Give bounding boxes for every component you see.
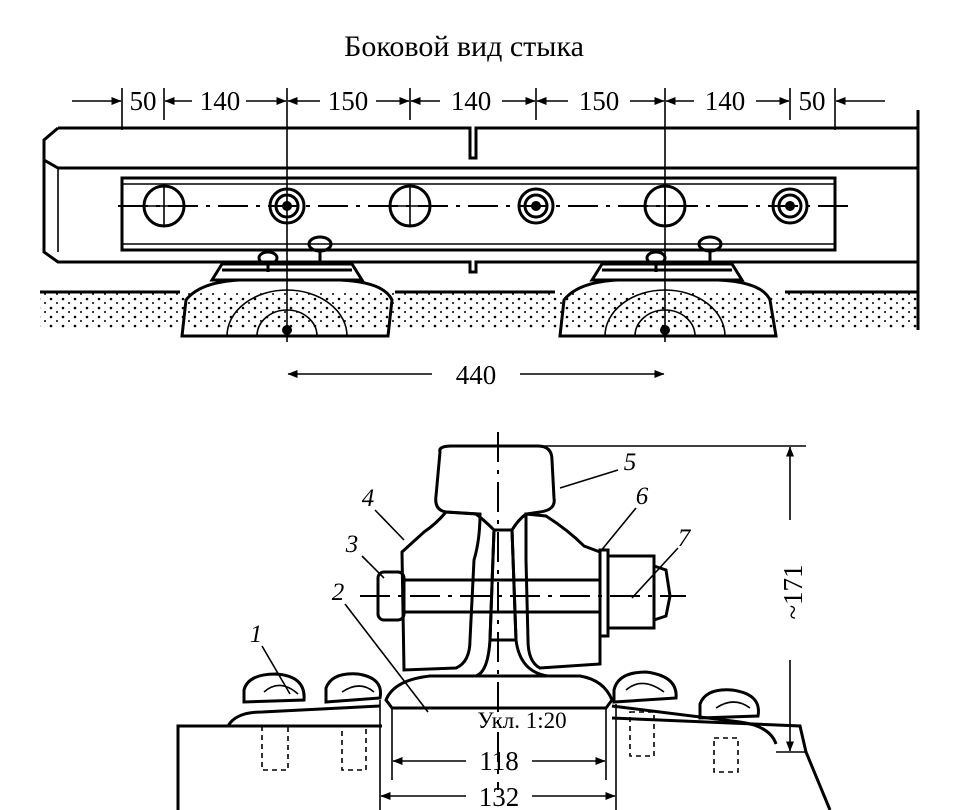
- cross-section: 1 2 3 4 5 6 7 ~171 Укл. 1:20 118 132: [176, 432, 832, 810]
- width-outer-label: 132: [479, 782, 520, 810]
- bolt-nut-icon: [771, 187, 809, 225]
- bolt-nut-icon: [268, 187, 306, 225]
- spike-icon: [612, 670, 678, 757]
- dimension-label: 150: [579, 86, 620, 116]
- bolt-nut-icon: [517, 187, 555, 225]
- spike-icon: [324, 672, 383, 771]
- spike-icon: [242, 672, 306, 771]
- height-dimension-label: ~171: [778, 564, 808, 619]
- joint-bar-right: [524, 512, 602, 670]
- callout-label: 2: [332, 579, 345, 606]
- bolt-hole-icon: [643, 184, 687, 228]
- slope-note: Укл. 1:20: [477, 708, 566, 733]
- dimension-label: 50: [130, 86, 157, 116]
- joint-bar-left: [400, 510, 482, 672]
- dimension-label: 50: [799, 86, 826, 116]
- bolt-hole-icon: [142, 184, 186, 228]
- side-view: 50 140 150 140 150 140 50: [40, 86, 920, 390]
- rail-side: [42, 110, 920, 330]
- bolt-icon: [360, 548, 686, 638]
- ballast: [40, 290, 918, 328]
- callout-label: 6: [636, 483, 649, 510]
- diagram-title: Боковой вид стыка: [344, 30, 584, 63]
- sleeper-right: [558, 278, 778, 338]
- callout-label: 1: [250, 621, 263, 648]
- callout-label: 3: [345, 531, 359, 558]
- dimension-label: 140: [705, 86, 746, 116]
- sleeper-left: [180, 278, 394, 338]
- callout-label: 7: [678, 525, 692, 552]
- dimension-label: 440: [456, 360, 497, 390]
- joint-bar: [118, 176, 850, 252]
- dimension-label: 140: [200, 86, 241, 116]
- dimension-label: 150: [328, 86, 369, 116]
- width-inner-label: 118: [479, 746, 519, 776]
- dimension-label: 140: [451, 86, 492, 116]
- spike-icon: [698, 688, 760, 773]
- callout-label: 4: [362, 485, 375, 512]
- callout-label: 5: [624, 449, 637, 476]
- bolt-hole-icon: [388, 184, 432, 228]
